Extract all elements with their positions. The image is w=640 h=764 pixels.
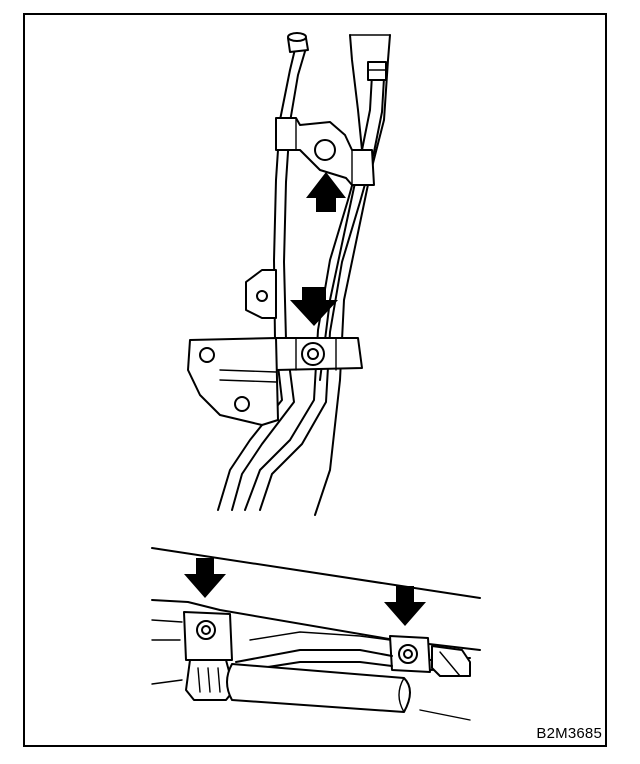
upper-view xyxy=(187,32,391,516)
pipe-cover-tube xyxy=(226,663,411,713)
left-underbody-clamp xyxy=(183,611,235,701)
arrow-up-upper-clamp xyxy=(306,172,346,212)
frame-rail xyxy=(314,34,391,516)
upper-pipe-clamp xyxy=(275,117,375,186)
mounting-bracket xyxy=(187,337,279,426)
arrow-down-right-clamp xyxy=(384,586,426,626)
floor-panel-edge xyxy=(151,547,481,599)
bracket-tab xyxy=(245,269,277,319)
right-bracket xyxy=(431,645,471,677)
lower-pipe-clamp xyxy=(275,337,363,371)
arrow-down-left-clamp xyxy=(184,558,226,598)
arrow-down-lower-clamp xyxy=(290,287,338,326)
figure-code: B2M3685 xyxy=(536,725,602,742)
right-underbody-clamp xyxy=(389,635,431,673)
lower-view xyxy=(151,547,481,721)
